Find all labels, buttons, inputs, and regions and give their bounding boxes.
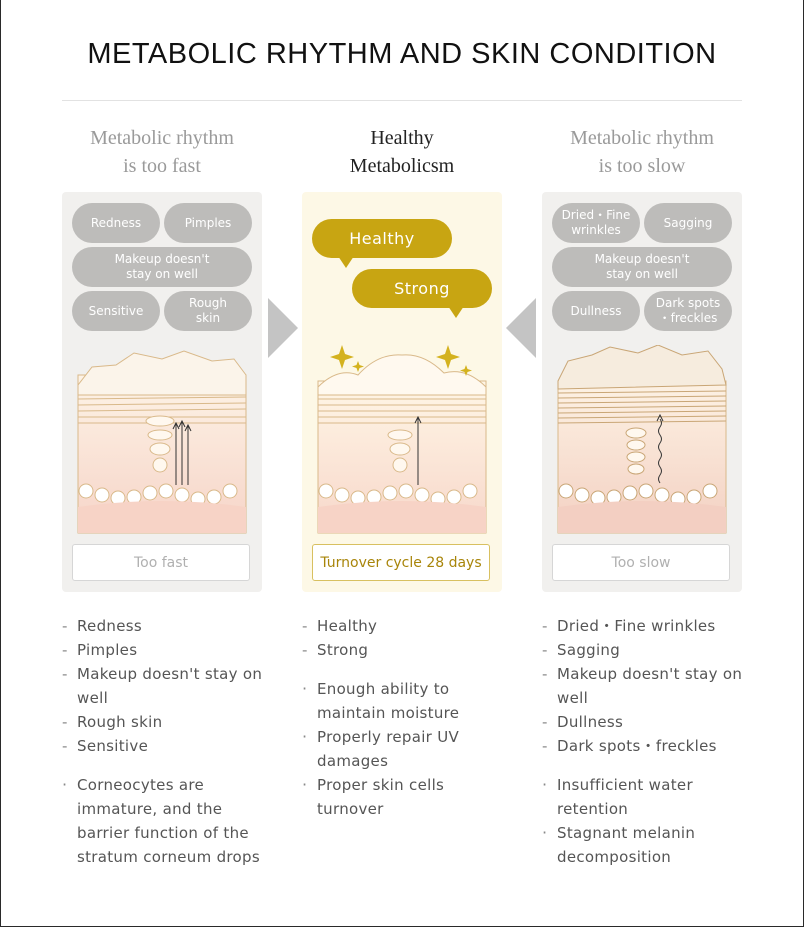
pill-dried-wrinkles: Dried・Fine wrinkles	[552, 203, 640, 243]
heading-healthy: Healthy Metabolicsm	[302, 124, 502, 180]
heading-line: Metabolic rhythm	[90, 127, 234, 149]
skin-illustration-fast	[77, 350, 247, 534]
page-title: METABOLIC RHYTHM AND SKIN CONDITION	[87, 38, 717, 70]
condition-list: Redness Pimples Makeup doesn't stay on w…	[62, 614, 267, 758]
pill-label: Rough	[189, 296, 227, 310]
arrow-right-icon	[268, 298, 298, 358]
pill-rough-skin: Rough skin	[164, 291, 252, 331]
pill-label: Redness	[90, 215, 142, 230]
list-item: Redness	[62, 614, 267, 638]
heading-line: is too slow	[598, 155, 686, 177]
pill-pimples: Pimples	[164, 203, 252, 243]
skin-illustration-healthy	[317, 345, 487, 534]
bubble-tail	[338, 256, 354, 268]
status-turnover-cycle: Turnover cycle 28 days	[312, 544, 490, 581]
note-list: Insufficient water retention Stagnant me…	[542, 773, 747, 869]
list-item: Makeup doesn't stay on well	[62, 662, 267, 710]
pill-label: Sensitive	[88, 303, 144, 318]
heading-too-fast: Metabolic rhythm is too fast	[62, 124, 262, 180]
bubble-label: Strong	[394, 279, 450, 298]
list-item: Stagnant melanin decomposition	[542, 821, 747, 869]
pill-label: Makeup doesn't	[594, 252, 690, 266]
pill-label: Dark spots	[655, 296, 721, 310]
list-item: Pimples	[62, 638, 267, 662]
list-too-slow: Dried・Fine wrinkles Sagging Makeup doesn…	[542, 614, 747, 869]
list-item: Dark spots・freckles	[542, 734, 747, 758]
condition-list: Healthy Strong	[302, 614, 507, 662]
condition-list: Dried・Fine wrinkles Sagging Makeup doesn…	[542, 614, 747, 758]
status-too-fast: Too fast	[72, 544, 250, 581]
bubble-strong: Strong	[352, 269, 492, 308]
note-list: Corneocytes are immature, and the barrie…	[62, 773, 267, 869]
pill-label: Dried・Fine	[561, 208, 631, 222]
heading-too-slow: Metabolic rhythm is too slow	[542, 124, 742, 180]
bubble-label: Healthy	[349, 229, 415, 248]
pill-redness: Redness	[72, 203, 160, 243]
status-too-slow: Too slow	[552, 544, 730, 581]
list-item: Insufficient water retention	[542, 773, 747, 821]
list-item: Enough ability to maintain moisture	[302, 677, 507, 725]
list-item: Corneocytes are immature, and the barrie…	[62, 773, 267, 869]
heading-line: Healthy	[370, 127, 434, 149]
list-item: Sagging	[542, 638, 747, 662]
list-item: Healthy	[302, 614, 507, 638]
arrow-left-icon	[506, 298, 536, 358]
list-too-fast: Redness Pimples Makeup doesn't stay on w…	[62, 614, 267, 869]
pill-makeup: Makeup doesn't stay on well	[72, 247, 252, 287]
pill-sagging: Sagging	[644, 203, 732, 243]
pill-dullness: Dullness	[552, 291, 640, 331]
pill-label: Dullness	[570, 303, 622, 318]
pill-dark-spots: Dark spots ・freckles	[644, 291, 732, 331]
list-item: Makeup doesn't stay on well	[542, 662, 747, 710]
pill-label: Pimples	[184, 215, 232, 230]
pill-sensitive: Sensitive	[72, 291, 160, 331]
bubble-healthy: Healthy	[312, 219, 452, 258]
list-item: Rough skin	[62, 710, 267, 734]
pill-label: ・freckles	[658, 311, 718, 325]
pill-label: Makeup doesn't	[114, 252, 210, 266]
list-item: Dried・Fine wrinkles	[542, 614, 747, 638]
heading-line: Metabolic rhythm	[570, 127, 714, 149]
list-healthy: Healthy Strong Enough ability to maintai…	[302, 614, 507, 821]
pill-label: stay on well	[606, 267, 678, 281]
list-item: Sensitive	[62, 734, 267, 758]
pill-makeup: Makeup doesn't stay on well	[552, 247, 732, 287]
pill-label: skin	[195, 311, 221, 325]
skin-illustration-slow	[557, 345, 727, 534]
heading-line: Metabolicsm	[349, 155, 455, 177]
list-item: Dullness	[542, 710, 747, 734]
heading-line: is too fast	[123, 155, 201, 177]
list-item: Proper skin cells turnover	[302, 773, 507, 821]
list-item: Strong	[302, 638, 507, 662]
title-divider	[62, 100, 742, 101]
note-list: Enough ability to maintain moisture Prop…	[302, 677, 507, 821]
pill-label: stay on well	[126, 267, 198, 281]
pill-label: Sagging	[663, 215, 713, 230]
pill-label: wrinkles	[571, 223, 621, 237]
bubble-tail	[448, 306, 464, 318]
list-item: Properly repair UV damages	[302, 725, 507, 773]
